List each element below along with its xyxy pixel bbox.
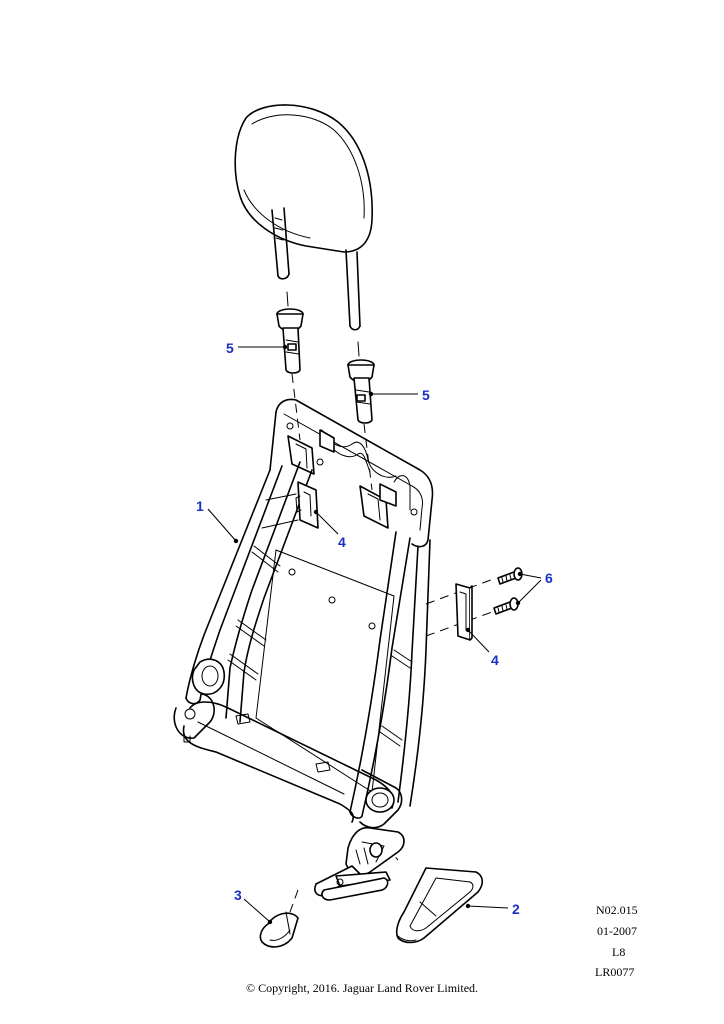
spring-wires	[227, 545, 413, 747]
callout-4-upper: 4	[338, 534, 346, 550]
recline-trim-cover	[395, 867, 484, 944]
headrest-guide-right	[347, 341, 375, 424]
copyright-notice: © Copyright, 2016. Jaguar Land Rover Lim…	[245, 981, 479, 995]
callout-1: 1	[196, 498, 204, 514]
callout-3: 3	[234, 887, 242, 903]
headrest-guide-left	[276, 291, 304, 374]
bracket-right	[455, 583, 473, 641]
seat-back-frame	[173, 398, 434, 829]
diagram-date: 01-2007	[597, 924, 637, 938]
callout-5-left: 5	[226, 340, 234, 356]
bolt-upper	[497, 567, 523, 585]
callout-4-lower: 4	[491, 652, 499, 668]
leader-lines	[207, 344, 542, 925]
diagram-level: L8	[612, 945, 626, 959]
bracket-left	[261, 481, 319, 529]
diagram-reference: N02.015	[596, 903, 638, 917]
callout-6: 6	[545, 570, 553, 586]
callout-2: 2	[512, 901, 520, 917]
callout-5-right: 5	[422, 387, 430, 403]
headrest	[234, 104, 373, 331]
recline-handle-knob	[259, 911, 299, 948]
bolt-lower	[493, 597, 519, 615]
diagram-code: LR0077	[595, 965, 635, 979]
recline-lever-mechanism	[314, 826, 405, 901]
